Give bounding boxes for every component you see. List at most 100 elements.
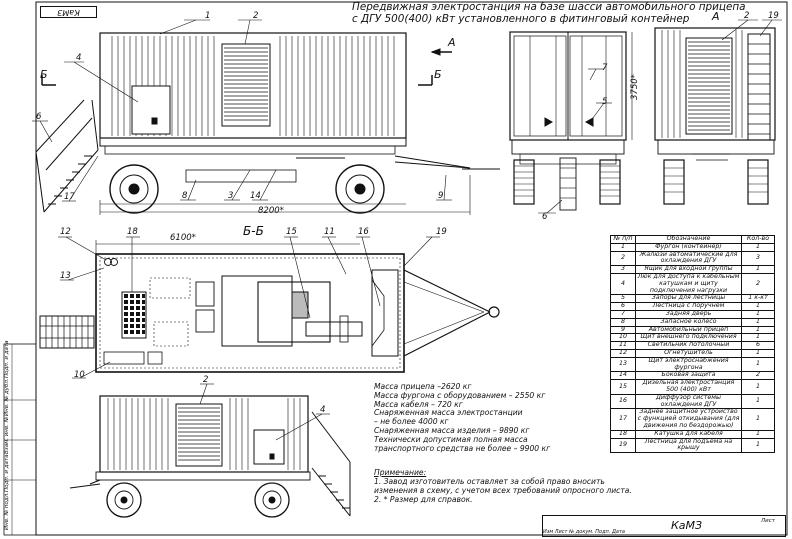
row-number: 4 bbox=[610, 272, 636, 296]
row-number: 14 bbox=[610, 371, 636, 381]
row-name: Диффузор системы охлаждения ДГУ bbox=[635, 393, 742, 410]
callout-11: 11 bbox=[324, 227, 335, 237]
row-name: Люк для доступа к кабельным катушкам и щ… bbox=[635, 272, 742, 296]
callout-15: 15 bbox=[286, 227, 297, 237]
side-strip-label: Инв. № подл. bbox=[4, 492, 10, 530]
callout-6: 6 bbox=[36, 112, 42, 122]
spec-line: – не более 4000 кг bbox=[374, 417, 449, 427]
section-b-b bbox=[39, 236, 500, 379]
callout-13: 13 bbox=[60, 271, 71, 281]
callout-4b: 4 bbox=[320, 405, 326, 415]
dimension-inner-length: 6100* bbox=[170, 233, 196, 243]
notes-block: Примечание: 1. Завод изготовитель оставл… bbox=[374, 468, 632, 504]
row-name: Щит электроснабжения фургона bbox=[635, 356, 742, 373]
row-name: Лестница для подъема на крышу bbox=[635, 437, 742, 454]
dimension-overall-length: 8200* bbox=[258, 206, 284, 216]
spec-line: Снаряженная масса электростанции bbox=[374, 408, 523, 418]
note-line: 1. Завод изготовитель оставляет за собой… bbox=[374, 477, 605, 486]
view-a-label: А bbox=[712, 10, 720, 23]
callout-8: 8 bbox=[182, 191, 188, 201]
section-b-b-label: Б-Б bbox=[243, 224, 264, 238]
callout-12: 12 bbox=[60, 227, 71, 237]
row-qty: 1 bbox=[741, 437, 775, 454]
row-qty: 1 bbox=[741, 379, 775, 395]
row-qty: 1 bbox=[741, 393, 775, 410]
spec-line: Снаряженная масса изделия – 9890 кг bbox=[374, 425, 530, 435]
side-view-top bbox=[32, 19, 500, 215]
rear-view bbox=[509, 31, 633, 214]
row-name: Катушка для кабеля bbox=[635, 429, 742, 439]
dimension-height: 3750* bbox=[630, 74, 640, 100]
row-number: 19 bbox=[610, 437, 636, 454]
spec-line: Технически допустимая полная масса bbox=[374, 434, 528, 444]
callout-16: 16 bbox=[358, 227, 369, 237]
side-view-bottom bbox=[69, 383, 351, 518]
callout-19b: 19 bbox=[436, 227, 447, 237]
sheet-frame bbox=[35, 1, 788, 536]
mass-specs: Масса прицепа –2620 кг Масса фургона с о… bbox=[374, 382, 551, 453]
row-number: 13 bbox=[610, 356, 636, 373]
row-number: 16 bbox=[610, 393, 636, 410]
arrow-b-label-left: Б bbox=[40, 68, 48, 81]
callout-3: 3 bbox=[228, 191, 234, 201]
row-qty: 3 bbox=[741, 250, 775, 267]
arrow-b-label-right: Б bbox=[434, 68, 442, 81]
side-strip-label: Взам. инв. № bbox=[4, 416, 10, 454]
callout-9: 9 bbox=[438, 191, 444, 201]
row-name: Фургон (контейнер) bbox=[635, 242, 742, 252]
title-line-2: с ДГУ 500(400) кВт установленного в фити… bbox=[352, 13, 690, 25]
callout-18: 18 bbox=[127, 227, 138, 237]
side-strip: Инв. № подл. Подп. и дата Взам. инв. № И… bbox=[2, 341, 34, 534]
title-block: КаМЗ Лист Изм Лист № докум. Подп. Дата bbox=[542, 515, 786, 537]
row-qty: 1 bbox=[741, 408, 775, 431]
row-number: 8 bbox=[610, 317, 636, 327]
row-name: Дизельная электростанция 500 (400) кВт bbox=[635, 379, 742, 395]
callout-4: 4 bbox=[76, 53, 82, 63]
row-number: 17 bbox=[610, 408, 636, 431]
callout-19: 19 bbox=[768, 11, 779, 21]
row-qty: 1 bbox=[741, 429, 775, 439]
side-strip-label: Инв. № дубл. bbox=[4, 378, 10, 416]
parts-table-header: № п/п Обозначение Кол-во bbox=[610, 235, 775, 244]
row-qty: 1 bbox=[741, 348, 775, 358]
side-strip-label: Подп. и дата bbox=[4, 454, 10, 492]
callout-2b: 2 bbox=[744, 11, 750, 21]
note-line: изменения в схему, с учетом всех требова… bbox=[374, 486, 632, 495]
callout-6b: 6 bbox=[542, 212, 548, 222]
note-line: 2. * Размер для справок. bbox=[374, 495, 473, 504]
arrow-a-label: А bbox=[448, 36, 456, 49]
spec-line: Масса кабеля – 720 кг bbox=[374, 399, 463, 409]
row-qty: 1 bbox=[741, 317, 775, 327]
title-line-1: Передвижная электростанция на базе шасси… bbox=[352, 1, 746, 13]
callout-5: 5 bbox=[602, 97, 608, 107]
callout-2c: 2 bbox=[203, 375, 209, 385]
title-block-sheet: Лист bbox=[761, 518, 775, 524]
row-qty: 1 bbox=[741, 242, 775, 252]
spec-line: Масса прицепа –2620 кг bbox=[374, 382, 472, 391]
row-number: 3 bbox=[610, 265, 636, 274]
row-name: Заднее защитное устройство с функцией от… bbox=[635, 408, 742, 431]
row-qty: 1 bbox=[741, 265, 775, 274]
row-number: 12 bbox=[610, 348, 636, 358]
callout-17: 17 bbox=[64, 192, 75, 202]
drawing-stamp: КаМЗ bbox=[40, 6, 97, 18]
callout-7: 7 bbox=[602, 63, 608, 73]
row-number: 1 bbox=[610, 242, 636, 252]
drawing-title: Передвижная электростанция на базе шасси… bbox=[352, 1, 746, 25]
callout-14: 14 bbox=[250, 191, 261, 201]
row-qty: 1 bbox=[741, 356, 775, 373]
row-number: 2 bbox=[610, 250, 636, 267]
spec-line: транспортного средства не более – 9900 к… bbox=[374, 443, 551, 453]
